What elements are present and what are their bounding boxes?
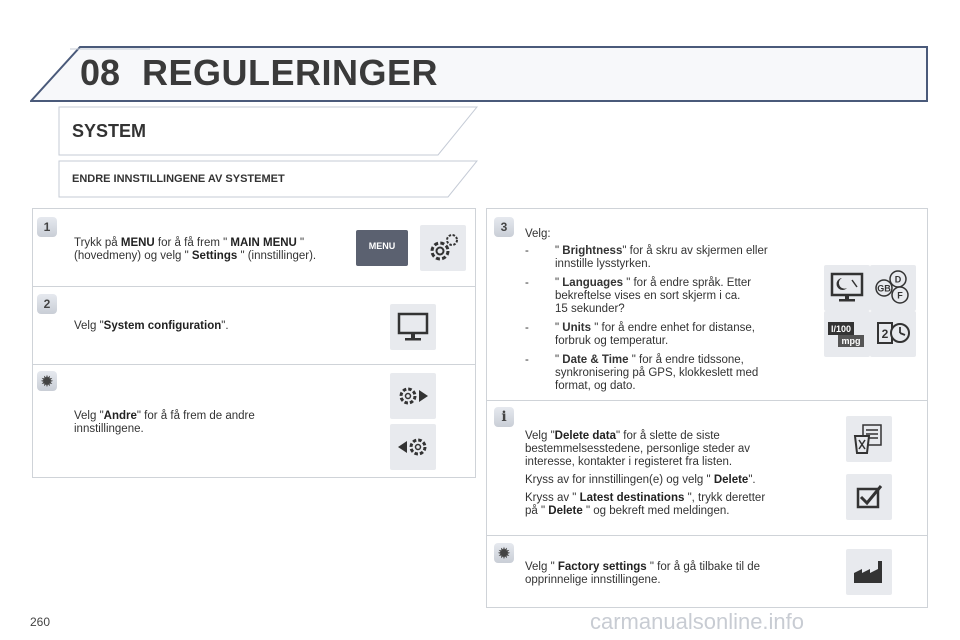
divider: [32, 364, 476, 365]
date-time-icon: 2: [870, 311, 916, 357]
step1-text: Trykk på MENU for å få frem " MAIN MENU …: [74, 237, 317, 262]
divider: [486, 400, 928, 401]
factory-settings-text: Velg " Factory settings " for å gå tilba…: [525, 561, 761, 586]
units-icon: l/100 mpg: [824, 311, 870, 357]
svg-text:F: F: [897, 291, 903, 301]
step-badge-2: 2: [37, 294, 57, 314]
checkbox-icon: [846, 474, 892, 520]
info-icon: i: [494, 407, 514, 427]
menu-button-icon: MENU: [356, 230, 408, 266]
languages-icon: D GB F: [870, 265, 916, 311]
factory-icon: [846, 549, 892, 595]
sun-icon: ✹: [494, 543, 514, 563]
monitor-icon: [390, 304, 436, 350]
step3-intro: Velg:: [525, 228, 551, 240]
options-list: - " Brightness" for å skru av skjermen e…: [525, 245, 825, 399]
settings-forward-icon: [390, 373, 436, 419]
list-item: - " Brightness" for å skru av skjermen e…: [525, 245, 768, 270]
delete-data-text: Velg "Delete data" for å slette de siste…: [525, 430, 766, 517]
list-item: - " Languages " for å endre språk. Etter…: [525, 277, 752, 315]
subsection-bar: [58, 160, 478, 198]
divider: [486, 535, 928, 536]
settings-gear-icon: [420, 225, 466, 271]
subsection-title: ENDRE INNSTILLINGENE AV SYSTEMET: [72, 173, 285, 185]
step2-text: Velg "System configuration".: [74, 320, 229, 332]
svg-text:D: D: [895, 275, 902, 285]
svg-text:mpg: mpg: [842, 336, 861, 346]
watermark: carmanualsonline.info: [590, 609, 805, 634]
step-badge-1: 1: [37, 217, 57, 237]
delete-data-icon: [846, 416, 892, 462]
chapter-number: 08: [80, 52, 121, 93]
list-item: - " Date & Time " for å endre tidssone, …: [525, 354, 759, 392]
divider: [32, 286, 476, 287]
list-item: - " Units " for å endre enhet for distan…: [525, 322, 755, 347]
brightness-icon: [824, 265, 870, 311]
page-number: 260: [30, 615, 51, 629]
svg-text:2: 2: [882, 327, 889, 341]
chapter-title: REGULERINGER: [142, 52, 439, 93]
sun-icon: ✹: [37, 371, 57, 391]
svg-text:l/100: l/100: [831, 324, 851, 334]
header-banner: [30, 46, 928, 102]
svg-text:GB: GB: [877, 284, 891, 294]
settings-back-icon: [390, 424, 436, 470]
step-badge-3: 3: [494, 217, 514, 237]
step-other-text: Velg "Andre" for å få frem de andre inns…: [74, 410, 255, 435]
section-bar: [58, 106, 478, 156]
section-title: SYSTEM: [72, 121, 147, 141]
